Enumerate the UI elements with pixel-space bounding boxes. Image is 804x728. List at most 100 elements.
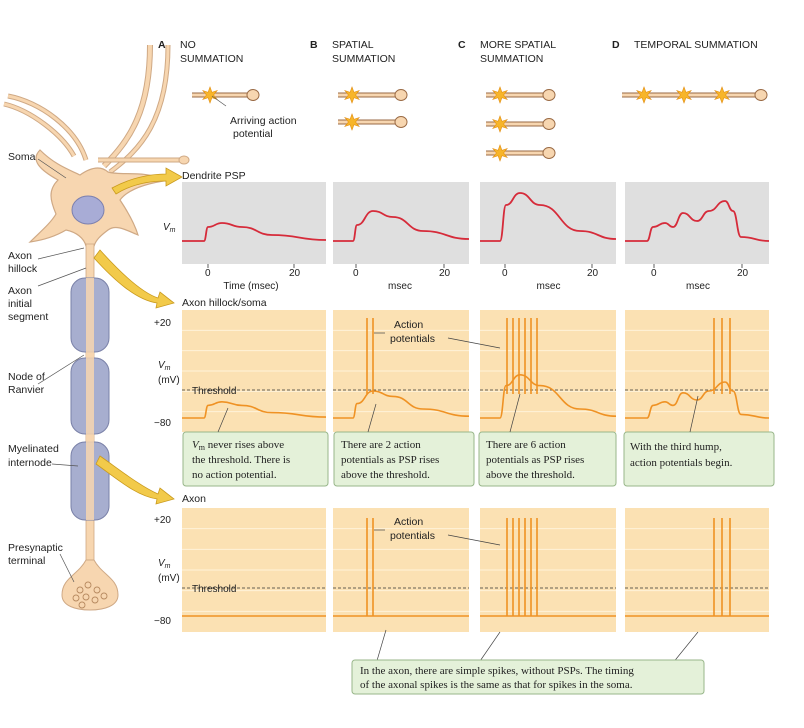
tick-minus80-row2: −80 [154,418,171,429]
ap-label-soma-1: Action [394,319,423,331]
arriving-stimuli [192,86,768,162]
label-axon-initial-3: segment [8,311,48,323]
mv-label-row3: (mV) [158,573,180,584]
bottom-note-line1: In the axon, there are simple spikes, wi… [360,665,634,677]
col-title-C-1: MORE SPATIAL [480,39,556,51]
note-D-line1: With the third hump, [630,441,722,453]
row-label-dendrite: Dendrite PSP [182,170,246,182]
note-A: Vm never rises above the threshold. Ther… [182,431,329,487]
neuron-illustration [3,44,190,611]
note-pointers [217,393,699,665]
x-tick-0: 0 [502,268,508,279]
ap-label-axon-1: Action [394,516,423,528]
label-node-1: Node of [8,371,45,383]
psp-trace [182,222,327,242]
row-label-axon: Axon [182,493,206,505]
tick-plus20-row2: +20 [154,318,171,329]
col-letter-D: D [612,39,620,51]
neuron-labels: Soma Axon hillock Axon initial segment N… [8,151,63,567]
soma-body [28,149,171,247]
vm-label-row2: Vm [158,360,171,372]
dendrite-psp-panel [625,182,769,264]
x-tick-0: 0 [651,268,657,279]
dendrite-fiber [486,115,556,133]
action-potential-labels: Action potentials Action potentials [390,319,435,542]
soma-psp-trace [182,400,327,419]
yellow-arrow-icon [93,167,183,505]
note-C: There are 6 action potentials as PSP ris… [478,431,617,487]
label-axon-hillock-1: Axon [8,250,32,262]
x-tick-20: 20 [737,268,749,279]
row2-axis: +20 Vm (mV) −80 [154,318,180,429]
psp-trace [333,210,470,242]
col-title-B-2: SUMMATION [332,53,395,65]
x-tick-20: 20 [289,268,301,279]
note-C-line3: above the threshold. [486,469,575,481]
dendrite-psp-panel [333,182,469,264]
col-letter-C: C [458,39,466,51]
col-letter-B: B [310,39,318,51]
label-presynaptic-2: terminal [8,555,45,567]
ap-leaders [374,332,501,546]
x-axis-label: msec [537,281,561,292]
note-B-line1: There are 2 action [341,439,421,451]
nucleus [71,195,105,225]
note-D: With the third hump, action potentials b… [623,431,775,487]
vm-label-row1: Vm [163,222,176,234]
dendrite-fiber [192,86,260,104]
dendrite-fiber [622,86,768,104]
x-tick-0: 0 [353,268,359,279]
soma-psp-trace [480,373,617,419]
row-label-hillock: Axon hillock/soma [182,297,267,309]
x-tick-20: 20 [587,268,599,279]
arriving-label-1: Arriving action [230,115,297,127]
ap-label-soma-2: potentials [390,333,435,345]
x-axis-label: Time (msec) [223,281,278,292]
threshold-label-row3: Threshold [192,584,236,595]
col-title-B-1: SPATIAL [332,39,374,51]
x-tick-0: 0 [205,268,211,279]
label-presynaptic-1: Presynaptic [8,542,63,554]
col-title-A-1: NO [180,39,196,51]
dendrite-fiber [486,86,556,104]
ap-label-axon-2: potentials [390,530,435,542]
note-B-line3: above the threshold. [341,469,430,481]
note-B: There are 2 action potentials as PSP ris… [333,431,475,487]
dendrite-fiber [338,113,408,131]
label-soma: Soma [8,151,36,163]
threshold-label-row2: Threshold [192,386,236,397]
label-node-2: Ranvier [8,384,45,396]
note-B-line2: potentials as PSP rises [341,454,439,466]
dendrite-fiber [486,144,556,162]
x-axis-label: msec [686,281,710,292]
bottom-note-line2: of the axonal spikes is the same as that… [360,679,633,691]
label-myelinated-1: Myelinated [8,443,59,455]
arriving-label-2: potential [233,128,273,140]
col-title-C-2: SUMMATION [480,53,543,65]
psp-trace [480,192,617,242]
mv-label-row2: (mV) [158,375,180,386]
presynaptic-terminal [61,559,119,611]
label-myelinated-2: internode [8,457,52,469]
col-title-A-2: SUMMATION [180,53,243,65]
dendrite-fiber [338,86,408,104]
x-axis-label: msec [388,281,412,292]
tick-plus20-row3: +20 [154,515,171,526]
label-axon-initial-1: Axon [8,285,32,297]
note-D-line2: action potentials begin. [630,457,733,469]
tick-minus80-row3: −80 [154,616,171,627]
note-A-line2: the threshold. There is [192,454,290,466]
x-tick-20: 20 [439,268,451,279]
vm-label-row3: Vm [158,558,171,570]
dendrite-psp-panel [182,182,326,264]
note-C-line1: There are 6 action [486,439,566,451]
column-headers: A NO SUMMATION B SPATIAL SUMMATION C MOR… [158,39,758,65]
label-axon-hillock-2: hillock [8,263,38,275]
col-letter-A: A [158,39,166,51]
col-title-D-1: TEMPORAL SUMMATION [634,39,758,51]
note-A-line3: no action potential. [192,469,277,481]
row3-axis: +20 Vm (mV) −80 [154,515,180,627]
note-C-line2: potentials as PSP rises [486,454,584,466]
label-axon-initial-2: initial [8,298,32,310]
